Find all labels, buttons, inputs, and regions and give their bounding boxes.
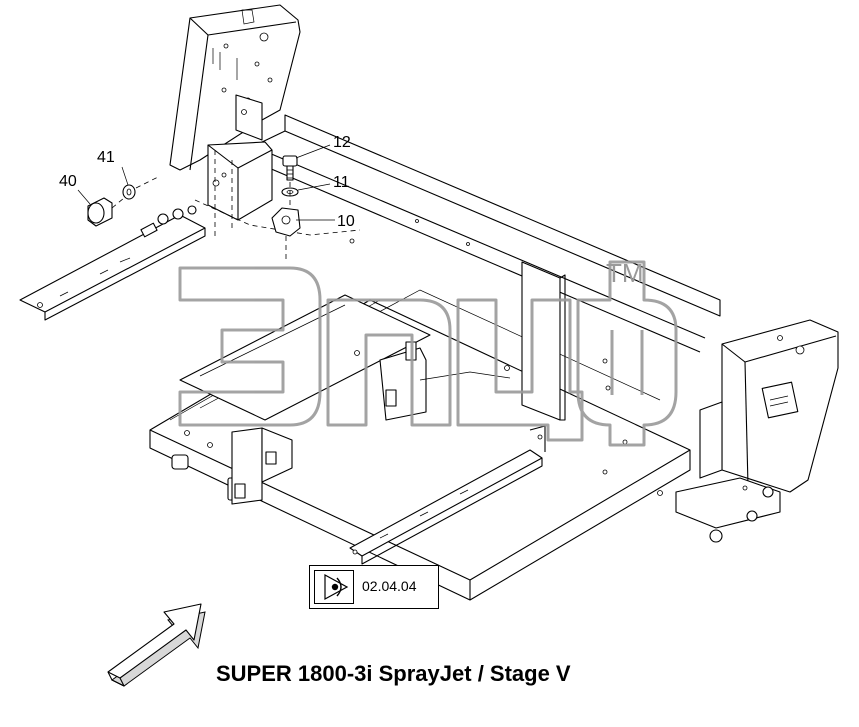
eye-view-icon	[314, 570, 354, 604]
view-reference-box[interactable]: 02.04.04	[309, 565, 439, 609]
left-upright-plate	[169, 4, 301, 171]
callout-10: 10	[337, 213, 355, 230]
trademark-mark: TM	[606, 258, 644, 288]
callout-12: 12	[333, 134, 351, 151]
callout-41: 41	[97, 149, 115, 166]
reference-code: 02.04.04	[362, 578, 417, 594]
diagram-title: SUPER 1800-3i SprayJet / Stage V	[216, 661, 571, 686]
right-cross-panel	[521, 261, 566, 421]
direction-arrow	[107, 603, 206, 687]
fastener-stack	[271, 155, 301, 260]
callout-11: 11	[333, 174, 350, 191]
center-mounts	[231, 341, 511, 505]
cap-and-washer	[87, 176, 159, 227]
right-upright-plate	[675, 319, 839, 543]
left-bracket	[207, 94, 273, 240]
left-arm-rail	[19, 199, 361, 321]
right-arm-rail	[349, 425, 546, 565]
watermark-logo	[178, 260, 678, 447]
leader-lines	[77, 144, 335, 221]
callout-40: 40	[59, 173, 77, 190]
